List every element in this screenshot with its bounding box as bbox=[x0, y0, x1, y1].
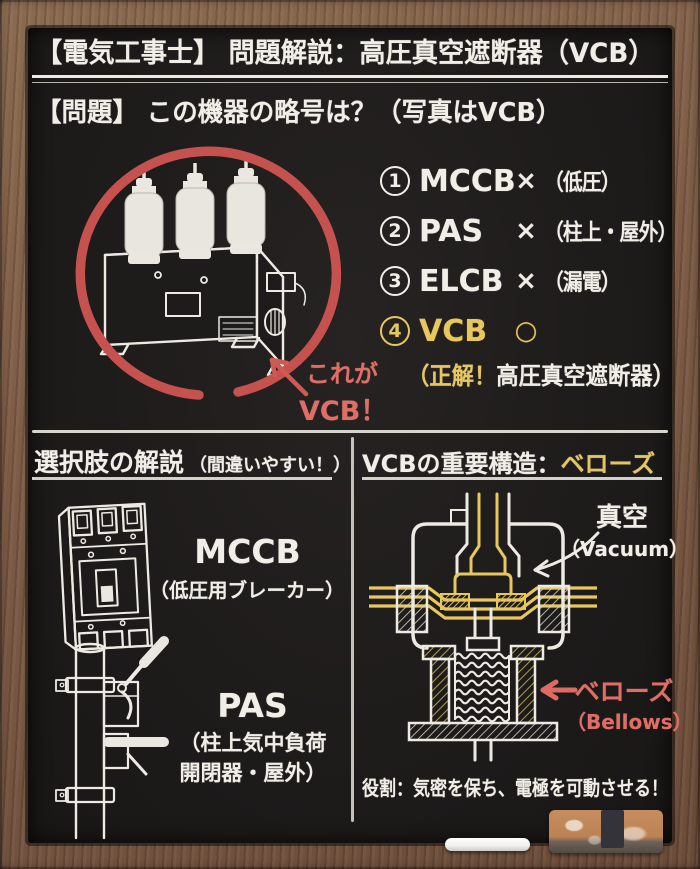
bellows-top-plate bbox=[465, 636, 501, 652]
option-row-4-correct: 4 VCB ○ bbox=[380, 306, 695, 356]
callout-arrow-icon bbox=[269, 357, 309, 397]
bellows-arrow-icon bbox=[540, 679, 578, 701]
bellows-coil bbox=[453, 652, 511, 723]
pas-illustration bbox=[55, 636, 169, 840]
pas-description: （柱上気中負荷 開閉器・屋外） bbox=[158, 728, 348, 788]
eraser-band bbox=[601, 810, 625, 848]
eraser bbox=[549, 810, 663, 853]
callout-line-1: これが bbox=[306, 360, 378, 388]
wrong-mark: × bbox=[515, 216, 537, 246]
option-note: （低圧） bbox=[544, 170, 621, 196]
answer-explanation: （正解！高圧真空遮断器） bbox=[407, 356, 675, 391]
insulator-2 bbox=[175, 163, 215, 259]
right-heading-main: VCBの重要構造： bbox=[362, 450, 561, 478]
mccb-description: （低圧用ブレーカー） bbox=[149, 579, 345, 602]
vcb-nameplate bbox=[165, 292, 201, 317]
answer-options-list: 1 MCCB × （低圧） 2 PAS × （柱上・屋外） 3 ELCB × （… bbox=[380, 156, 695, 356]
bellows-label-jp: ベローズ bbox=[574, 677, 674, 706]
mccb-toggle bbox=[94, 568, 119, 608]
bellows-housing bbox=[407, 644, 559, 742]
blackboard bbox=[28, 28, 672, 843]
pas-clamp-lower bbox=[55, 786, 116, 804]
pas-description-line-2: 開閉器・屋外） bbox=[179, 761, 327, 785]
pas-pole bbox=[74, 642, 106, 840]
wrong-mark: × bbox=[515, 266, 537, 296]
vcb-side-bushing bbox=[264, 272, 307, 336]
mccb-bottom-terminals bbox=[77, 628, 150, 651]
bellows-role-text: 役割：気密を保ち、電極を可動させる！ bbox=[362, 776, 668, 800]
vcb-insulators bbox=[124, 158, 266, 264]
bellows-label-en: （Bellows） bbox=[566, 710, 693, 734]
chalk-stick bbox=[445, 838, 530, 851]
vacuum-interrupter-diagram bbox=[369, 492, 600, 762]
page-title: 【電気工事士】 問題解説：高圧真空遮断器（VCB） bbox=[36, 38, 655, 69]
left-heading-sub: （間違いやすい！） bbox=[189, 455, 352, 476]
fixed-stem-outline bbox=[450, 492, 521, 578]
option-code: VCB bbox=[419, 313, 488, 349]
pas-switch-body bbox=[102, 680, 140, 728]
contact-pad-left bbox=[440, 593, 470, 610]
mccb-label: MCCB bbox=[194, 532, 301, 571]
pas-description-line-1: （柱上気中負荷 bbox=[179, 731, 327, 755]
pas-lower-arm bbox=[102, 732, 169, 776]
left-heading-underline bbox=[32, 477, 332, 480]
title-underline bbox=[32, 75, 668, 83]
right-section-heading: VCBの重要構造：ベローズ bbox=[362, 444, 655, 479]
option-row-2: 2 PAS × （柱上・屋外） bbox=[380, 206, 695, 256]
right-heading-underline bbox=[362, 477, 662, 480]
insulator-3 bbox=[226, 158, 266, 254]
vcb-box-side bbox=[255, 245, 285, 368]
vcb-screw-1 bbox=[154, 271, 162, 279]
option-number-circle: 3 bbox=[380, 266, 410, 296]
insulator-1 bbox=[124, 168, 164, 264]
option-code: MCCB bbox=[419, 163, 516, 199]
answer-correct-label: （正解！ bbox=[407, 362, 497, 390]
option-row-3: 3 ELCB × （漏電） bbox=[380, 256, 695, 306]
option-row-1: 1 MCCB × （低圧） bbox=[380, 156, 695, 206]
horizontal-divider bbox=[32, 430, 668, 433]
option-note: （漏電） bbox=[544, 270, 621, 296]
vacuum-label-en: （Vacuum） bbox=[560, 537, 690, 561]
bottom-stem bbox=[473, 738, 493, 762]
left-section-heading: 選択肢の解説 （間違いやすい！） bbox=[34, 443, 351, 479]
vacuum-label-jp: 真空 bbox=[595, 503, 648, 533]
pas-label: PAS bbox=[217, 686, 288, 725]
callout-line-2: VCB！ bbox=[299, 396, 388, 427]
vcb-spec-label bbox=[218, 316, 258, 342]
mccb-illustration bbox=[57, 502, 154, 651]
wrong-mark: × bbox=[515, 166, 537, 196]
option-code: PAS bbox=[419, 213, 484, 249]
vcb-box-front bbox=[103, 245, 259, 347]
option-number-circle: 1 bbox=[380, 166, 410, 196]
side-block-left bbox=[395, 584, 429, 634]
pas-clamp-upper bbox=[55, 676, 116, 694]
option-number-circle: 4 bbox=[380, 316, 410, 346]
option-note: （柱上・屋外） bbox=[544, 220, 677, 246]
vertical-divider bbox=[351, 437, 354, 822]
vcb-device-illustration bbox=[75, 146, 342, 400]
red-highlight-circle bbox=[75, 146, 342, 400]
side-block-right bbox=[537, 584, 571, 634]
option-number-circle: 2 bbox=[380, 216, 410, 246]
vacuum-vessel-outline bbox=[411, 522, 565, 650]
vcb-screw-2 bbox=[200, 276, 208, 284]
pas-lever-handle bbox=[120, 636, 169, 720]
correct-mark: ○ bbox=[514, 316, 538, 346]
answer-full-name: 高圧真空遮断器） bbox=[496, 362, 675, 390]
mccb-top-terminals bbox=[71, 504, 143, 544]
vcb-foot-right bbox=[230, 336, 261, 349]
question-text: 【問題】 この機器の略号は？（写真はVCB） bbox=[36, 98, 562, 128]
callout-this-is-vcb: これが VCB！ bbox=[299, 354, 388, 428]
right-heading-accent: ベローズ bbox=[560, 450, 656, 478]
left-heading-main: 選択肢の解説 bbox=[34, 448, 185, 477]
option-code: ELCB bbox=[419, 263, 504, 299]
fixed-electrode-stem bbox=[453, 492, 513, 596]
vacuum-arrow-icon bbox=[533, 531, 600, 578]
contact-pad-right bbox=[496, 593, 526, 610]
moving-electrode-stem bbox=[473, 607, 493, 642]
